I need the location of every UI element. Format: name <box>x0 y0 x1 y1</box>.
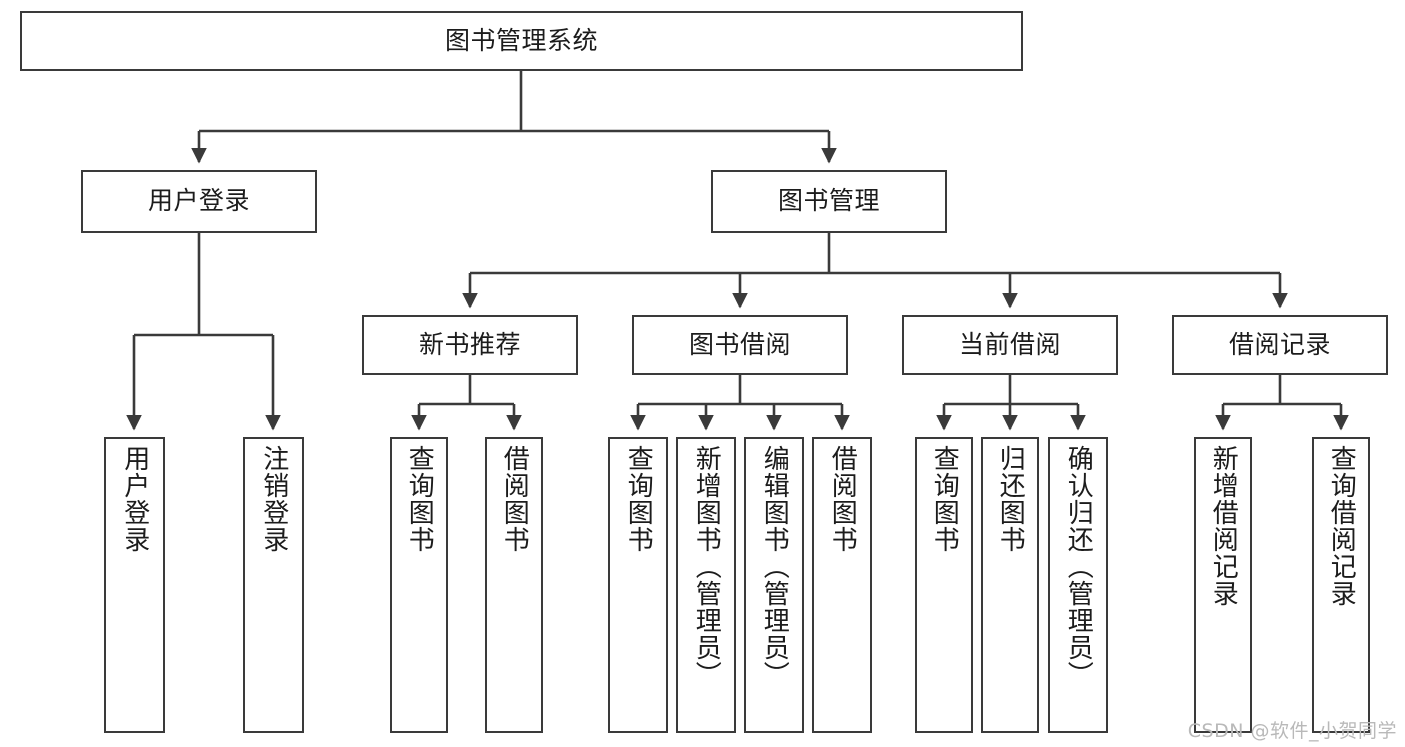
node-user-login-label: 用户登录 <box>147 186 250 216</box>
node-leaf-user-login[interactable]: 用户登录 <box>104 437 165 733</box>
node-user-login[interactable]: 用户登录 <box>81 170 317 233</box>
node-book-admin[interactable]: 图书管理 <box>711 170 947 233</box>
node-leaf-edit-book-label: 编辑图书（管理员） <box>759 445 790 688</box>
node-current-borrow-label: 当前借阅 <box>958 329 1061 359</box>
node-new-book-rec[interactable]: 新书推荐 <box>362 315 578 375</box>
node-borrow-record-label: 借阅记录 <box>1228 329 1331 359</box>
node-current-borrow[interactable]: 当前借阅 <box>902 315 1118 375</box>
node-leaf-add-book[interactable]: 新增图书（管理员） <box>676 437 736 733</box>
node-leaf-edit-book[interactable]: 编辑图书（管理员） <box>744 437 804 733</box>
node-leaf-confirm-return[interactable]: 确认归还（管理员） <box>1048 437 1108 733</box>
node-root[interactable]: 图书管理系统 <box>20 11 1023 71</box>
node-leaf-query-book-2-label: 查询图书 <box>623 445 654 553</box>
node-leaf-query-book-3[interactable]: 查询图书 <box>915 437 973 733</box>
node-new-book-rec-label: 新书推荐 <box>418 329 521 359</box>
node-leaf-query-book-1-label: 查询图书 <box>404 445 435 553</box>
node-leaf-borrow-book-2-label: 借阅图书 <box>827 445 858 553</box>
node-leaf-add-record-label: 新增借阅记录 <box>1208 445 1239 607</box>
node-leaf-add-book-label: 新增图书（管理员） <box>691 445 722 688</box>
node-borrow-record[interactable]: 借阅记录 <box>1172 315 1388 375</box>
node-leaf-user-logout-label: 注销登录 <box>258 445 289 553</box>
node-leaf-return-book[interactable]: 归还图书 <box>981 437 1039 733</box>
node-book-borrow-label: 图书借阅 <box>688 329 791 359</box>
node-leaf-borrow-book-2[interactable]: 借阅图书 <box>812 437 872 733</box>
node-leaf-query-book-2[interactable]: 查询图书 <box>608 437 668 733</box>
node-leaf-query-book-1[interactable]: 查询图书 <box>390 437 448 733</box>
node-book-borrow[interactable]: 图书借阅 <box>632 315 848 375</box>
node-root-label: 图书管理系统 <box>444 25 598 55</box>
node-leaf-query-record-label: 查询借阅记录 <box>1326 445 1357 607</box>
node-leaf-query-record[interactable]: 查询借阅记录 <box>1312 437 1370 733</box>
node-leaf-confirm-return-label: 确认归还（管理员） <box>1063 445 1094 688</box>
node-leaf-user-logout[interactable]: 注销登录 <box>243 437 304 733</box>
watermark: CSDN @软件_小贺同学 <box>1187 720 1397 742</box>
node-leaf-add-record[interactable]: 新增借阅记录 <box>1194 437 1252 733</box>
node-leaf-borrow-book-1-label: 借阅图书 <box>499 445 530 553</box>
node-book-admin-label: 图书管理 <box>777 186 880 216</box>
node-leaf-borrow-book-1[interactable]: 借阅图书 <box>485 437 543 733</box>
node-leaf-user-login-label: 用户登录 <box>119 445 150 553</box>
node-leaf-return-book-label: 归还图书 <box>995 445 1026 553</box>
node-leaf-query-book-3-label: 查询图书 <box>929 445 960 553</box>
